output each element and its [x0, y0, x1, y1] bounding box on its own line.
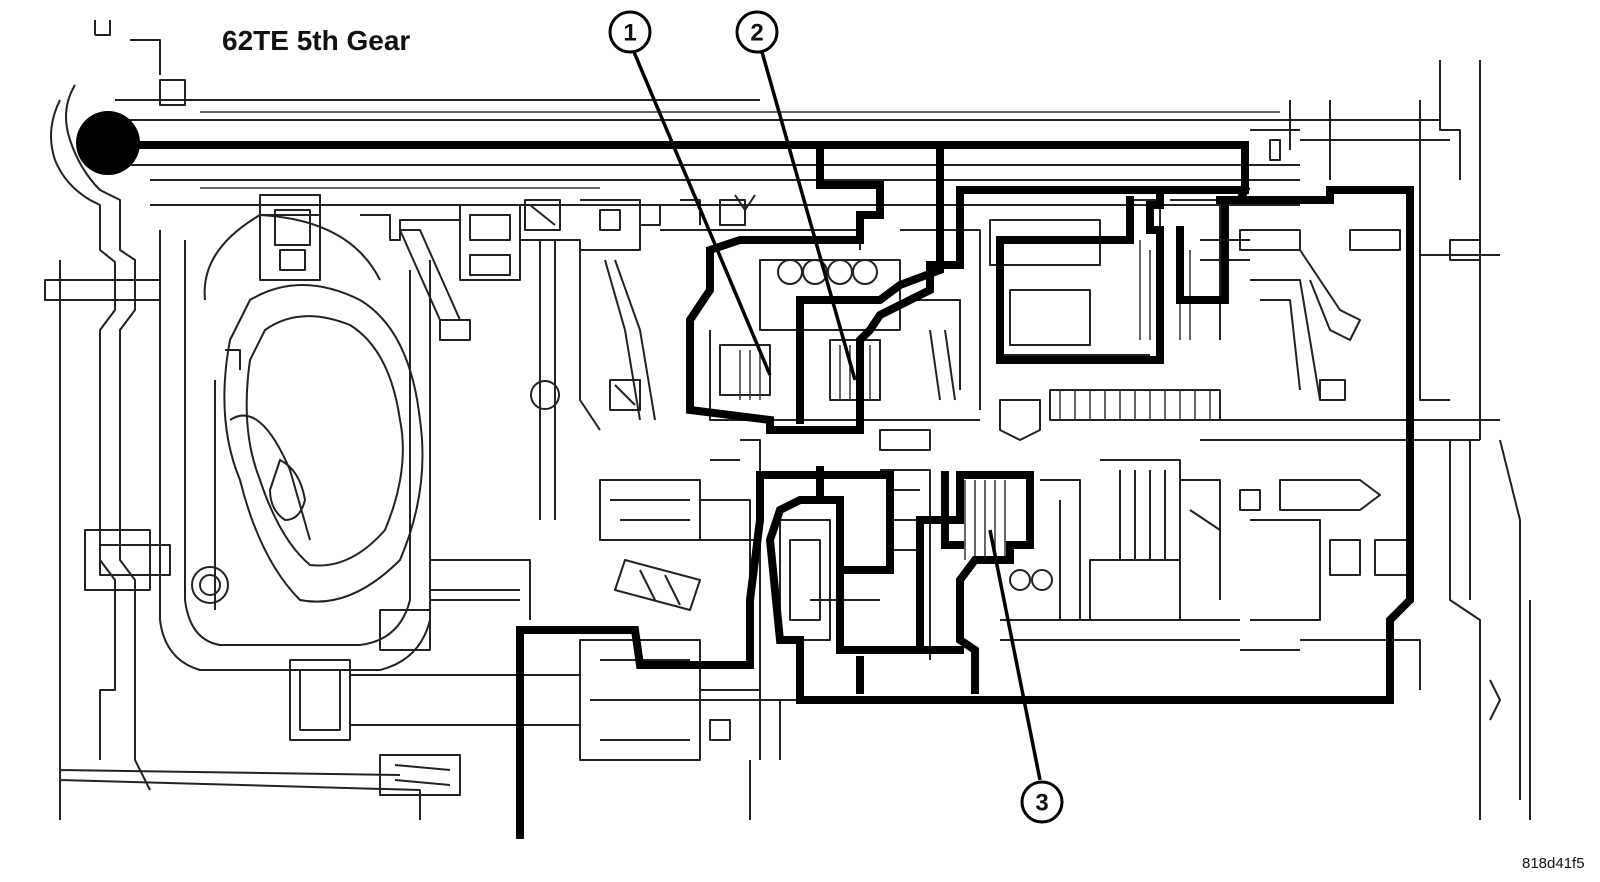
- callout-2: 2: [735, 10, 779, 54]
- callout-3-number: 3: [1035, 790, 1048, 817]
- callout-1: 1: [608, 10, 652, 54]
- image-code: 818d41f5: [1522, 855, 1585, 872]
- callout-1-number: 1: [623, 20, 636, 47]
- pressure-source-dot: [76, 111, 140, 175]
- diagram-title: 62TE 5th Gear: [222, 25, 410, 56]
- apply-path-lower: [516, 466, 1034, 839]
- callout-leaders: [632, 51, 1042, 781]
- callout-3: 3: [1020, 780, 1064, 824]
- callout-2-leader: [760, 51, 857, 381]
- callout-1-leader: [632, 51, 772, 376]
- callout-2-number: 2: [750, 20, 763, 47]
- callout-3-leader: [988, 529, 1042, 781]
